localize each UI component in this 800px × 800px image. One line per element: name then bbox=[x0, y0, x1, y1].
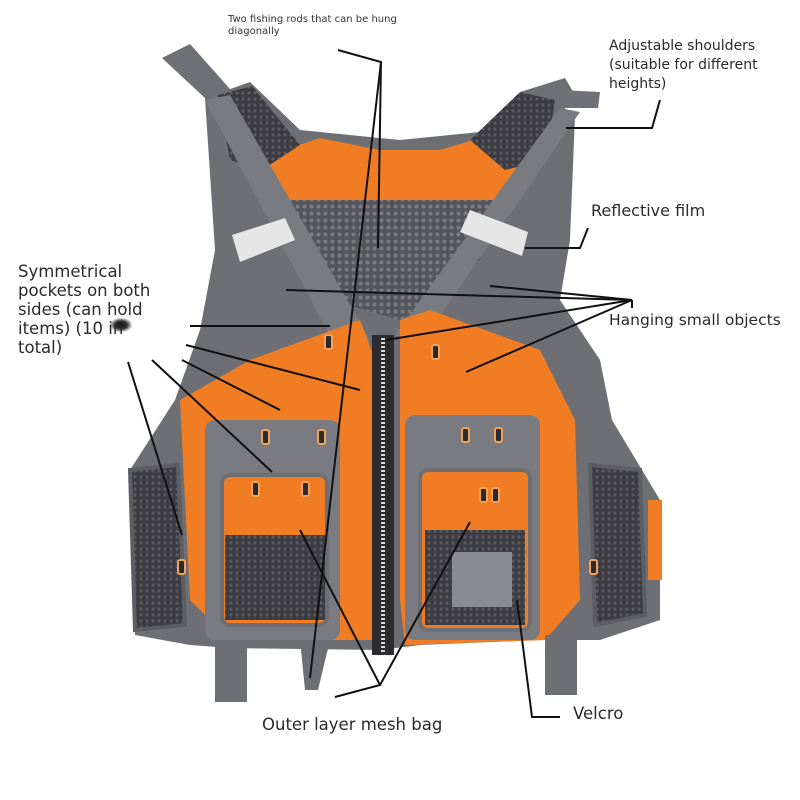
label-outer-mesh-bag: Outer layer mesh bag bbox=[262, 715, 443, 734]
label-reflective-film: Reflective film bbox=[591, 201, 706, 220]
label-adjustable-shoulders: Adjustable shoulders (suitable for diffe… bbox=[609, 38, 758, 92]
velcro-patch bbox=[452, 552, 512, 607]
leader-lines bbox=[127, 49, 661, 718]
label-symmetrical-pockets: Symmetrical pockets on both sides (can h… bbox=[18, 262, 151, 357]
label-rod-holder: Two fishing rods that can be hung diagon… bbox=[228, 14, 397, 37]
label-hanging-objects: Hanging small objects bbox=[609, 311, 781, 329]
redaction-smudge bbox=[110, 318, 132, 332]
label-velcro: Velcro bbox=[573, 704, 624, 723]
